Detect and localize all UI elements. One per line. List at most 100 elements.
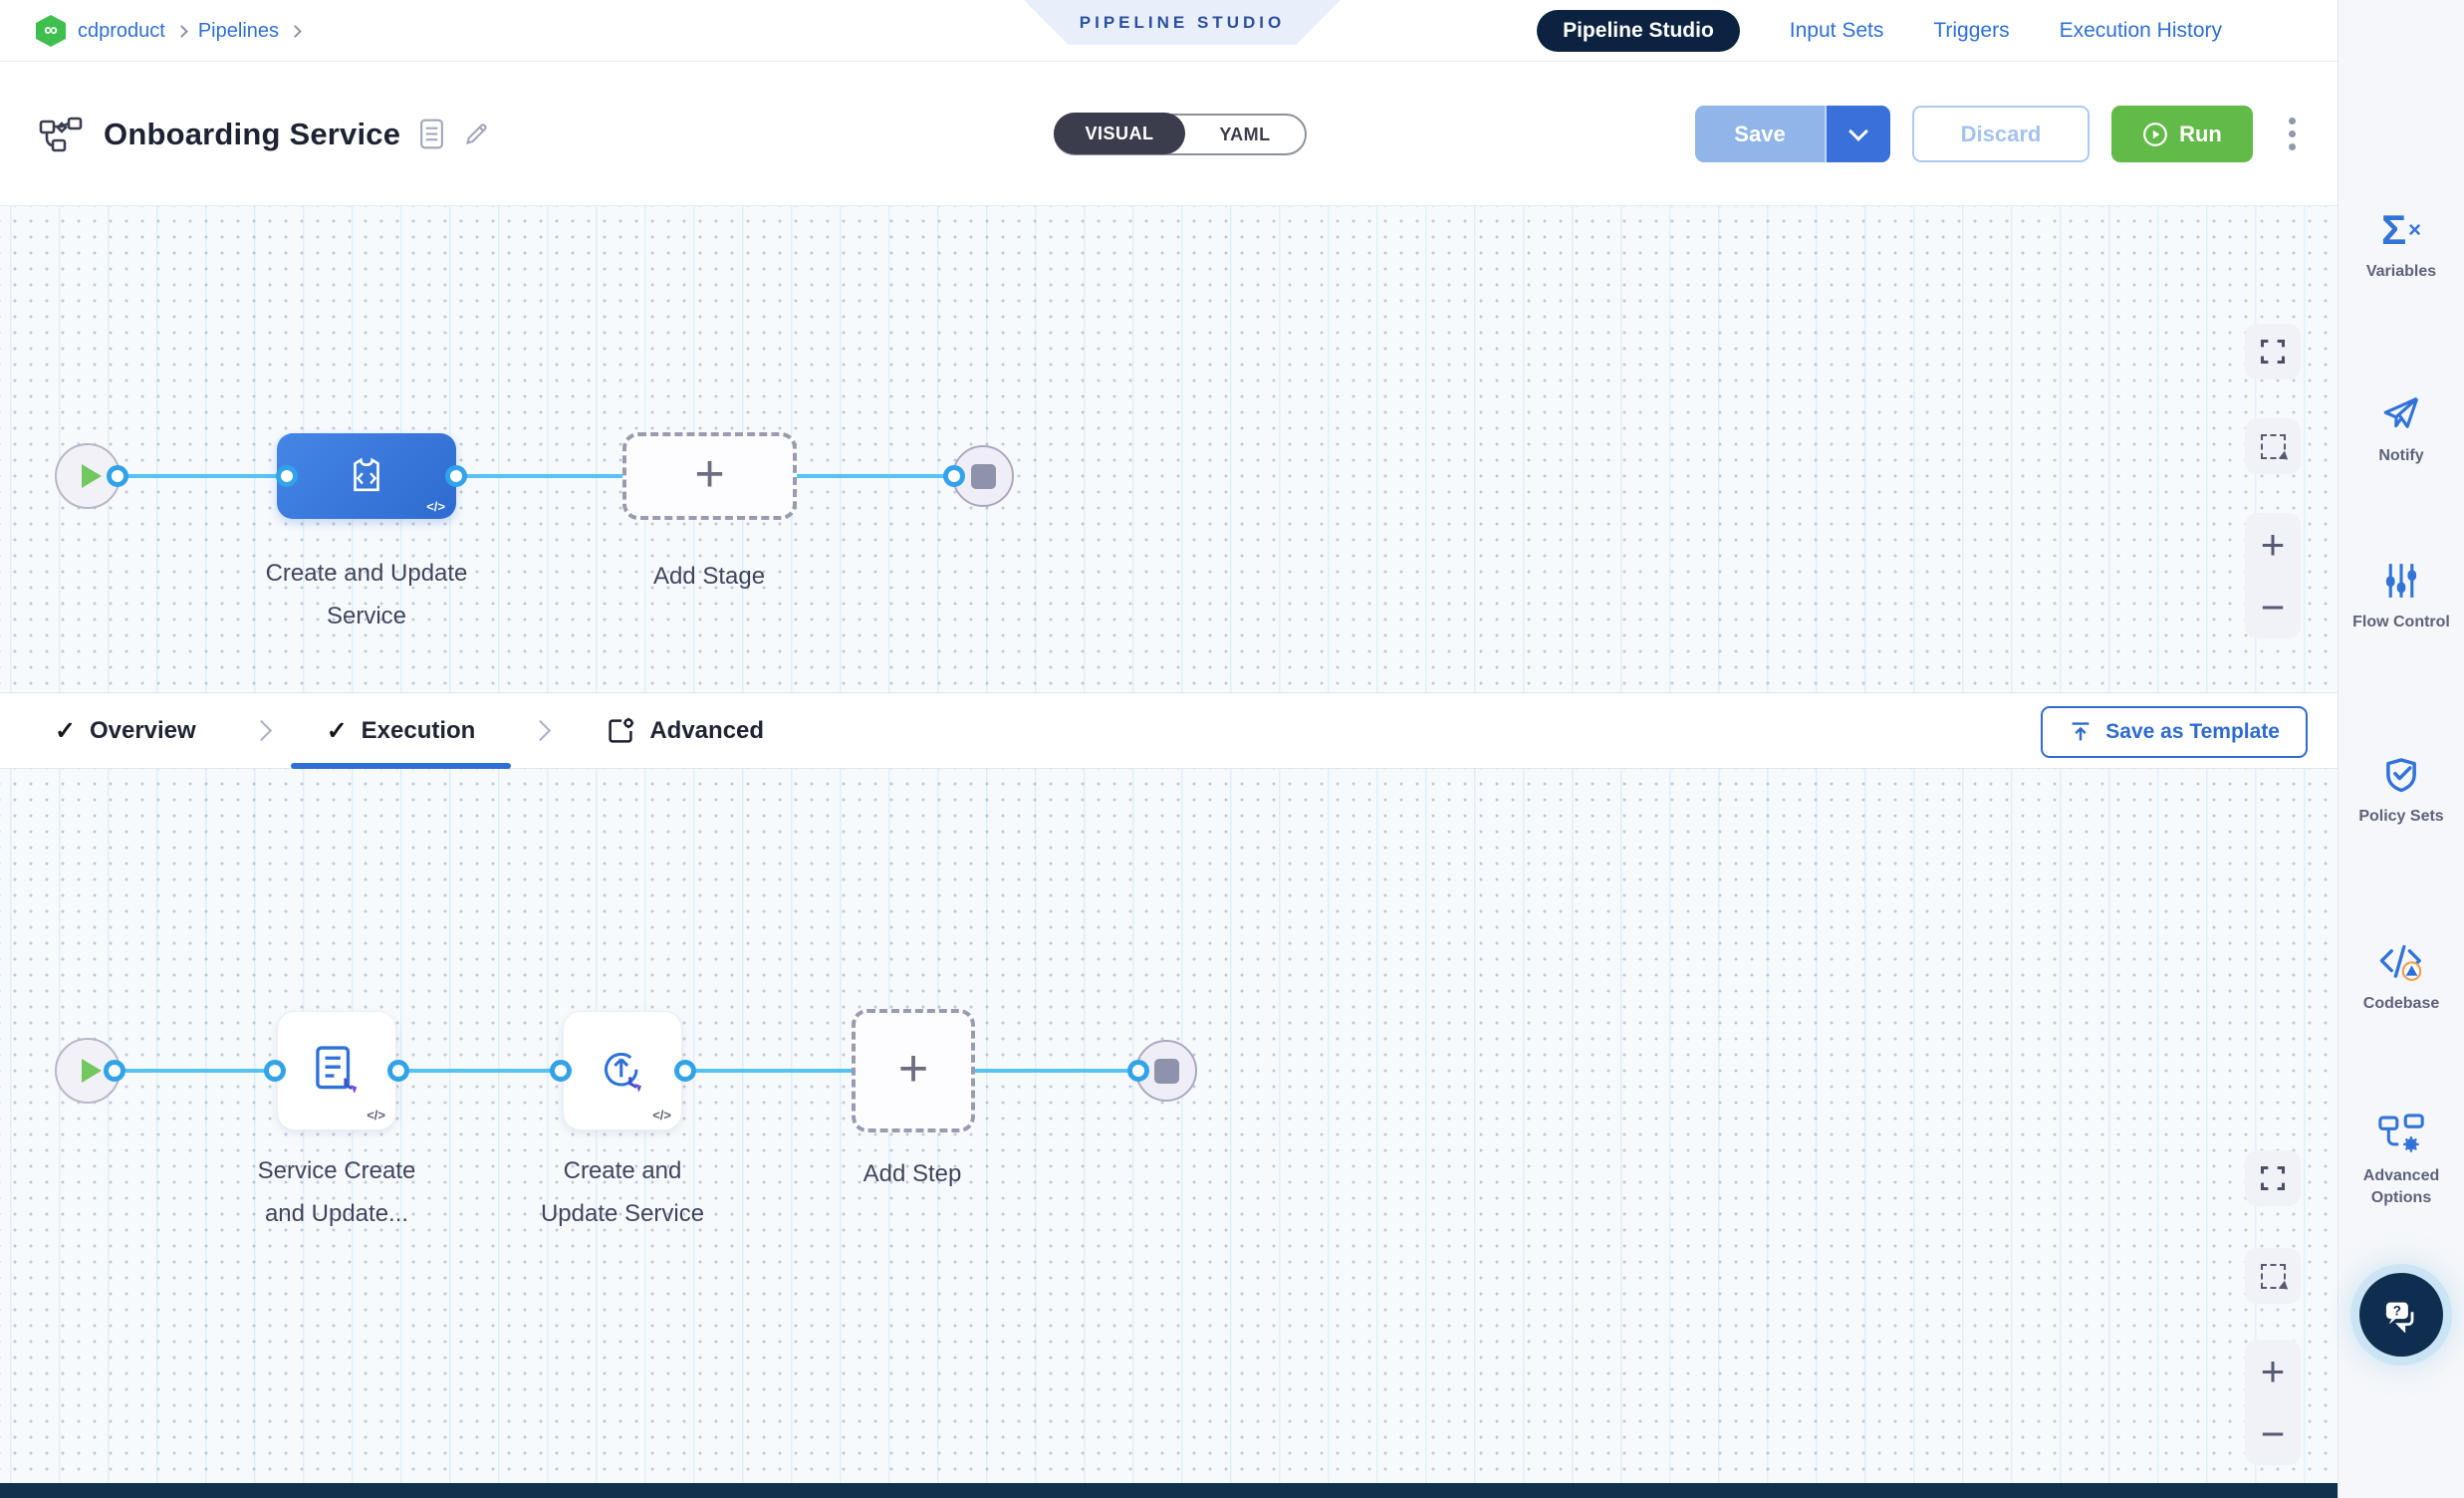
add-stage-button[interactable]: + xyxy=(622,432,797,520)
chevron-right-icon xyxy=(250,719,272,742)
connector-dot[interactable] xyxy=(445,465,467,487)
code-badge: </> xyxy=(652,1108,671,1123)
svg-text:?: ? xyxy=(2393,1304,2401,1319)
chevron-right-icon xyxy=(530,719,552,742)
connector-dot[interactable] xyxy=(107,465,128,487)
step1-label: Service Create and Update... xyxy=(257,1157,416,1227)
stage-node-create-update-service[interactable]: </> xyxy=(277,433,456,519)
sigma-x-icon: Σ× xyxy=(2380,206,2422,253)
connector-dot[interactable] xyxy=(264,1060,286,1082)
script-step-icon xyxy=(316,1046,358,1094)
edge xyxy=(795,474,954,478)
zoom-out-button[interactable]: − xyxy=(2260,583,2286,630)
edge xyxy=(974,1069,1138,1073)
tab-execution-label: Execution xyxy=(361,716,476,744)
discard-button[interactable]: Discard xyxy=(1912,106,2090,162)
sidebar-item-notify[interactable]: Notify xyxy=(2339,391,2464,467)
tab-overview[interactable]: ✓ Overview xyxy=(55,693,196,768)
fullscreen-button[interactable] xyxy=(2245,324,2301,379)
tab-overview-label: Overview xyxy=(89,716,196,744)
toggle-yaml[interactable]: YAML xyxy=(1219,124,1271,144)
sidebar-item-codebase[interactable]: Codebase xyxy=(2339,939,2464,1015)
zoom-in-button[interactable]: + xyxy=(2260,520,2286,568)
pipeline-flowchart-icon xyxy=(38,116,84,153)
connector-dot[interactable] xyxy=(550,1060,572,1082)
paper-plane-icon xyxy=(2339,391,2464,437)
edge xyxy=(687,1069,854,1073)
connector-dot[interactable] xyxy=(943,465,965,487)
tab-execution[interactable]: ✓ Execution xyxy=(290,693,512,769)
toggle-visual[interactable]: VISUAL xyxy=(1054,113,1185,154)
marquee-select-button[interactable] xyxy=(2245,1248,2301,1304)
description-doc-icon[interactable] xyxy=(420,119,444,149)
sidebar-item-flow-control[interactable]: Flow Control xyxy=(2339,558,2464,633)
code-badge: </> xyxy=(426,499,445,514)
edit-pencil-icon[interactable] xyxy=(463,121,490,147)
more-options-kebab-icon[interactable] xyxy=(2283,112,2302,156)
advanced-gear-box-icon xyxy=(609,717,634,743)
code-badge: </> xyxy=(367,1108,385,1123)
breadcrumb-pipelines-link[interactable]: Pipelines xyxy=(197,19,280,42)
connector-dot[interactable] xyxy=(276,465,298,487)
marquee-select-button[interactable] xyxy=(2245,418,2301,474)
breadcrumb-project-link[interactable]: cdproduct xyxy=(78,19,165,42)
fullscreen-icon xyxy=(2260,1165,2286,1191)
zoom-controls: + − xyxy=(2245,1340,2301,1465)
add-step-label: Add Step xyxy=(862,1160,962,1187)
pipeline-studio-banner: PIPELINE STUDIO xyxy=(1024,0,1341,45)
sidebar-item-label: Notify xyxy=(2378,447,2424,464)
step-node-create-update-service[interactable]: </> xyxy=(563,1011,682,1130)
pipeline-toolbar: Onboarding Service VISUAL YAML Save xyxy=(0,62,2338,206)
save-button[interactable]: Save xyxy=(1695,106,1825,162)
step-node-service-create-update[interactable]: </> xyxy=(277,1011,396,1130)
step-canvas: </> </> + Service Create a xyxy=(0,769,2338,1483)
chat-question-icon: ? xyxy=(2385,1302,2414,1334)
bottom-scrollbar[interactable] xyxy=(0,1483,2338,1498)
tab-pipeline-studio[interactable]: Pipeline Studio xyxy=(1537,10,1740,52)
sidebar-item-variables[interactable]: Σ× Variables xyxy=(2339,207,2464,283)
sidebar-item-policy-sets[interactable]: Policy Sets xyxy=(2339,752,2464,828)
tab-input-sets[interactable]: Input Sets xyxy=(1789,19,1884,42)
edge xyxy=(121,1069,277,1073)
breadcrumb: ∞ cdproduct Pipelines xyxy=(36,0,302,62)
harness-cd-logo-icon: ∞ xyxy=(36,15,66,47)
visual-yaml-toggle: VISUAL YAML xyxy=(1054,113,1307,155)
play-icon xyxy=(81,464,102,488)
run-button[interactable]: Run xyxy=(2111,106,2253,162)
tab-triggers[interactable]: Triggers xyxy=(1933,19,2010,42)
connector-dot[interactable] xyxy=(387,1060,409,1082)
zoom-controls: + − xyxy=(2245,513,2301,638)
tab-advanced-label: Advanced xyxy=(649,716,765,744)
save-as-template-button[interactable]: Save as Template xyxy=(2041,706,2308,758)
run-play-icon xyxy=(2143,122,2168,146)
fullscreen-icon xyxy=(2260,339,2286,365)
title-group: Onboarding Service xyxy=(38,62,490,206)
tab-execution-history[interactable]: Execution History xyxy=(2059,19,2222,42)
sidebar-item-label: Variables xyxy=(2365,263,2437,280)
top-header: ∞ cdproduct Pipelines PIPELINE STUDIO Pi… xyxy=(0,0,2338,62)
stage-tabbar: ✓ Overview ✓ Execution Advanced xyxy=(0,692,2338,769)
custom-stage-icon xyxy=(354,457,379,492)
stop-icon xyxy=(970,463,996,489)
connector-dot[interactable] xyxy=(1127,1060,1149,1082)
play-icon xyxy=(81,1059,102,1083)
page-title: Onboarding Service xyxy=(104,116,401,151)
step2-label: Create and Update Service xyxy=(540,1157,705,1227)
zoom-in-button[interactable]: + xyxy=(2260,1347,2286,1394)
marquee-select-icon xyxy=(2260,433,2286,459)
help-chat-button[interactable]: ? xyxy=(2359,1273,2443,1357)
zoom-out-button[interactable]: − xyxy=(2260,1409,2286,1457)
edge xyxy=(456,474,625,478)
add-step-button[interactable]: + xyxy=(852,1009,975,1132)
stage-label: Create and Update Service xyxy=(265,560,468,629)
code-warning-icon xyxy=(2339,939,2464,985)
sliders-icon xyxy=(2339,558,2464,604)
fullscreen-button[interactable] xyxy=(2245,1150,2301,1206)
connector-dot[interactable] xyxy=(674,1060,696,1082)
stage-tabs: ✓ Overview ✓ Execution Advanced xyxy=(55,693,764,769)
tab-advanced[interactable]: Advanced xyxy=(606,693,764,768)
connector-dot[interactable] xyxy=(104,1060,125,1082)
sidebar-item-advanced-options[interactable]: Advanced Options xyxy=(2339,1112,2464,1208)
check-icon: ✓ xyxy=(55,716,76,745)
save-dropdown-button[interactable] xyxy=(1825,106,1890,162)
